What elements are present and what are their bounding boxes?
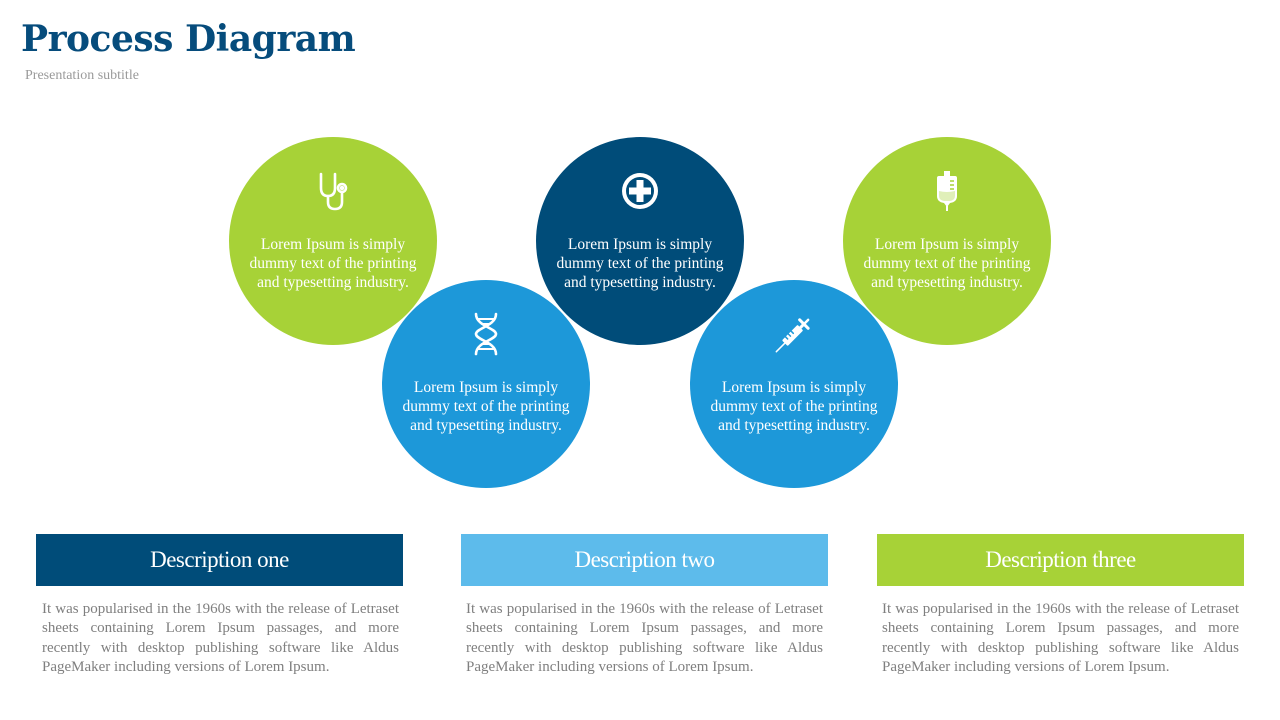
stethoscope-icon [311,169,355,213]
medical-cross-icon [618,169,662,213]
process-circle-1: Lorem Ipsum is simply dummy text of the … [229,137,437,345]
page-subtitle: Presentation subtitle [25,68,139,83]
page-title: Process Diagram [21,18,356,60]
description-two-text: It was popularised in the 1960s with the… [466,601,823,676]
description-three-text: It was popularised in the 1960s with the… [882,601,1239,676]
description-two-header: Description two [461,534,828,586]
iv-bag-icon [925,169,969,213]
description-three-header: Description three [877,534,1244,586]
circle-text: Lorem Ipsum is simply dummy text of the … [402,379,570,434]
process-circle-4: Lorem Ipsum is simply dummy text of the … [382,280,590,488]
description-one-text: It was popularised in the 1960s with the… [42,601,399,676]
dna-icon [464,312,508,356]
syringe-icon [772,312,816,356]
process-circle-5: Lorem Ipsum is simply dummy text of the … [690,280,898,488]
process-circle-3: Lorem Ipsum is simply dummy text of the … [843,137,1051,345]
circle-text: Lorem Ipsum is simply dummy text of the … [249,236,417,291]
circle-text: Lorem Ipsum is simply dummy text of the … [556,236,724,291]
process-circle-2: Lorem Ipsum is simply dummy text of the … [536,137,744,345]
circle-text: Lorem Ipsum is simply dummy text of the … [710,379,878,434]
circle-text: Lorem Ipsum is simply dummy text of the … [863,236,1031,291]
description-one-header: Description one [36,534,403,586]
